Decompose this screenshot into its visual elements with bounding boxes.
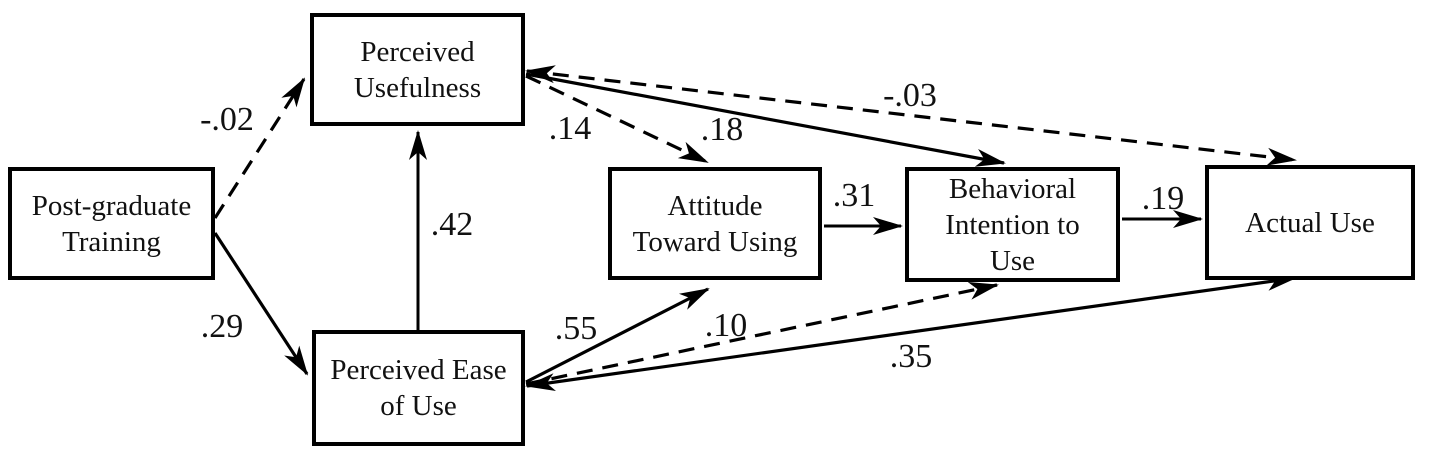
coef-pu-to-bi: .18 — [700, 111, 744, 148]
path-peou-to-au-line — [525, 272, 1297, 392]
node-actual-use-label: Actual Use — [1245, 206, 1375, 239]
node-perceived-ease-of-use-label: Perceived Ease of Use — [330, 354, 507, 422]
coef-peou-to-pu: .42 — [430, 206, 474, 243]
path-pgt-to-peou-line — [213, 232, 309, 376]
node-perceived-usefulness-label: Perceived Usefulness — [353, 35, 482, 104]
coef-atu-to-bi: .31 — [832, 177, 876, 214]
node-attitude-toward-using: Attitude Toward Using — [608, 167, 822, 280]
node-behavioral-intention-to-use: Behavioral Intention to Use — [905, 167, 1120, 282]
coef-bi-to-au: .19 — [1141, 180, 1185, 217]
node-post-graduate-training: Post-graduate Training — [8, 167, 215, 280]
coef-pgt-to-pu: -.02 — [200, 101, 254, 138]
node-behavioral-intention-to-use-label: Behavioral Intention to Use — [945, 172, 1080, 277]
coef-peou-to-bi: .10 — [704, 307, 748, 344]
coef-peou-to-au: .35 — [889, 338, 933, 375]
node-post-graduate-training-label: Post-graduate Training — [31, 189, 192, 258]
node-actual-use: Actual Use — [1205, 165, 1415, 280]
node-attitude-toward-using-label: Attitude Toward Using — [632, 189, 798, 258]
coef-pgt-to-peou: .29 — [200, 308, 244, 345]
node-perceived-usefulness: Perceived Usefulness — [310, 13, 525, 126]
path-pgt-to-pu-line — [213, 77, 306, 219]
coef-pu-to-au: -.03 — [883, 77, 937, 114]
coef-pu-to-atu: .14 — [548, 110, 592, 147]
path-peou-to-atu-line — [525, 287, 710, 384]
node-perceived-ease-of-use: Perceived Ease of Use — [312, 330, 525, 446]
coef-peou-to-atu: .55 — [554, 310, 598, 347]
